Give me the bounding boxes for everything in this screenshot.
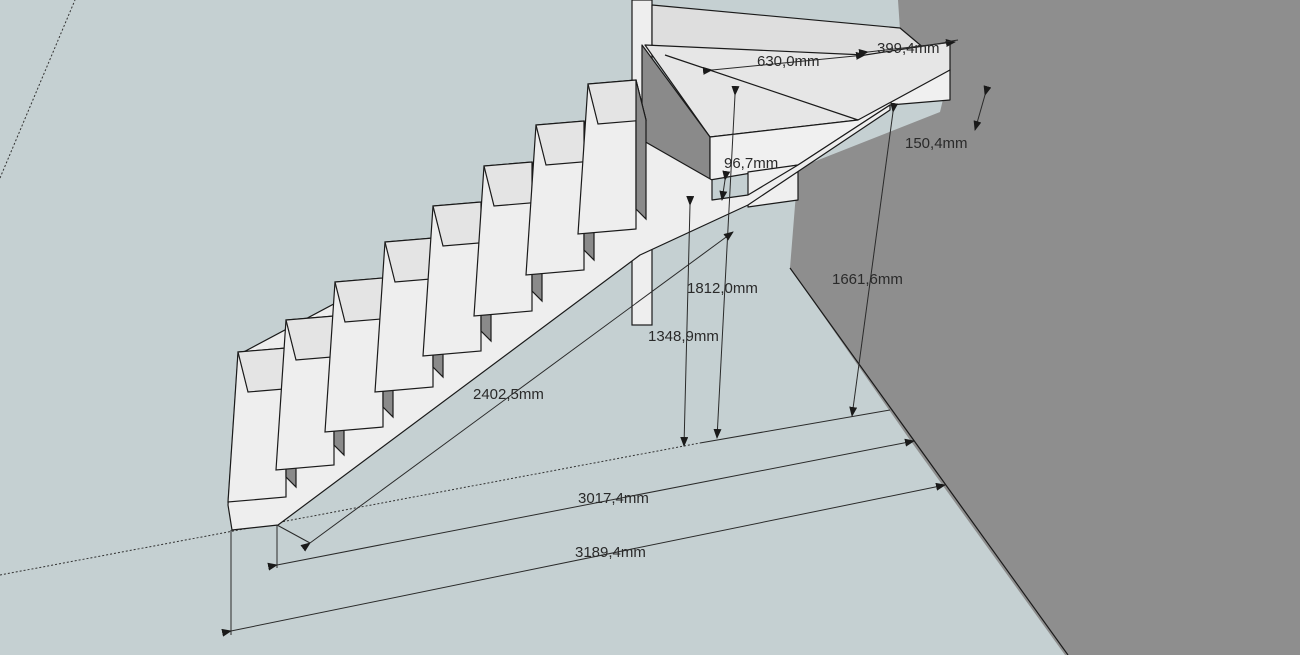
wall-floor-edge [789,267,1069,655]
dim-landing-width: 630,0mm [757,53,820,70]
dimension-lines [221,39,992,637]
guide-line-top-left [0,0,76,179]
dim-run-outer: 3189,4mm [575,544,646,561]
dim-run-inner: 3017,4mm [578,490,649,507]
dim-rise-total: 1661,6mm [832,271,903,288]
dim-stringer-length: 2402,5mm [473,386,544,403]
wall [790,0,1300,655]
step-riser [635,79,647,221]
dim-rise-to-stringer: 1348,9mm [648,328,719,345]
dim-landing-thickness: 150,4mm [905,135,968,152]
landing-diagonal [664,54,859,121]
dim-rise-to-landing: 1812,0mm [687,280,758,297]
dim-landing-depth: 399,4mm [877,40,940,57]
dim-step-height: 96,7mm [724,155,778,172]
